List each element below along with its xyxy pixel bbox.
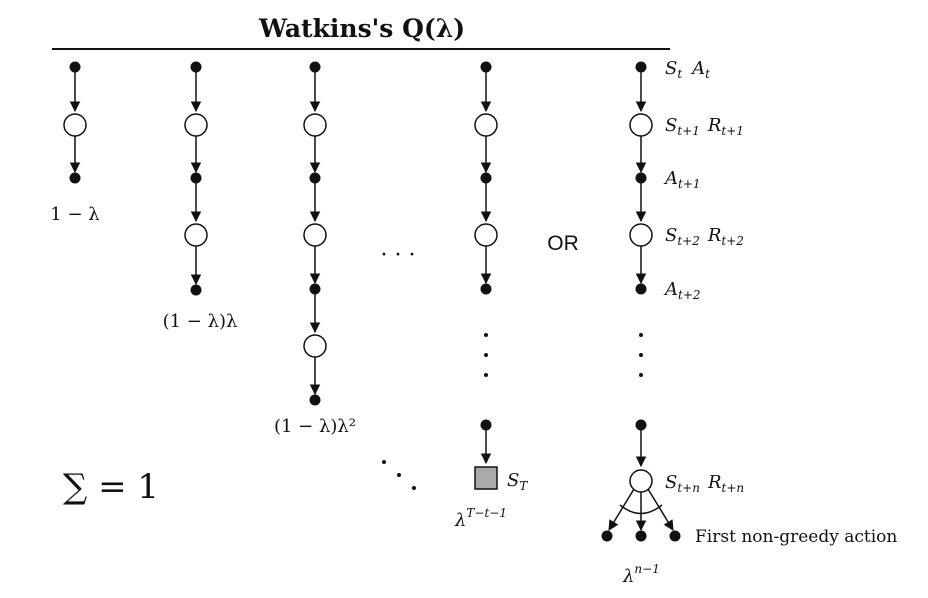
action-node <box>480 419 492 431</box>
state-node <box>303 113 327 137</box>
state-node <box>184 113 208 137</box>
action-node <box>190 61 202 73</box>
action-node <box>635 283 647 295</box>
action-node <box>309 283 321 295</box>
action-node <box>309 172 321 184</box>
state-node <box>474 223 498 247</box>
action-node <box>309 394 321 406</box>
or-label: OR <box>547 232 579 255</box>
action-node <box>309 61 321 73</box>
state-node <box>303 223 327 247</box>
max-arc <box>619 504 663 515</box>
action-node <box>190 284 202 296</box>
terminal-state-label: ST <box>507 470 528 493</box>
action-node <box>635 172 647 184</box>
terminal-state-node <box>474 466 498 490</box>
state-node <box>629 113 653 137</box>
diagonal-ellipsis-dot <box>412 486 416 490</box>
action-node <box>635 530 647 542</box>
backup-column-1: 1 − λ <box>50 61 100 225</box>
backup-column-2: (1 − λ)λ <box>163 61 238 332</box>
state-node <box>184 223 208 247</box>
vertical-ellipsis-dot <box>484 333 488 337</box>
action-node <box>480 283 492 295</box>
action-node <box>190 172 202 184</box>
state-node <box>303 334 327 358</box>
sum-label: ∑ = 1 <box>63 467 159 507</box>
vertical-ellipsis-dot <box>484 353 488 357</box>
backup-column-3: (1 − λ)λ² <box>274 61 356 437</box>
diagonal-ellipsis-dot <box>382 460 386 464</box>
state-node <box>629 223 653 247</box>
action-node <box>69 61 81 73</box>
first-nongreedy-label: First non-greedy action <box>695 527 897 547</box>
action-node <box>69 172 81 184</box>
weight-label-1: 1 − λ <box>50 204 99 225</box>
vertical-ellipsis-dot <box>639 333 643 337</box>
vertical-ellipsis-dot <box>484 373 488 377</box>
page-title: Watkins's Q(λ) <box>258 14 465 43</box>
weight-label-3: (1 − λ)λ² <box>274 416 356 437</box>
row-label-at2: At+2 <box>663 279 701 302</box>
state-node <box>474 113 498 137</box>
action-node <box>669 530 681 542</box>
vertical-ellipsis-dot <box>639 373 643 377</box>
weight-label-2: (1 − λ)λ <box>163 311 238 332</box>
state-node <box>629 469 653 493</box>
state-node <box>63 113 87 137</box>
action-node <box>635 61 647 73</box>
row-label-at1: At+1 <box>663 168 701 191</box>
diagonal-ellipsis-dot <box>397 473 401 477</box>
action-node <box>601 530 613 542</box>
backup-column-terminal: ST λT−t−1 <box>454 61 528 531</box>
action-node <box>635 419 647 431</box>
action-node <box>480 61 492 73</box>
weight-label-cutoff: λn−1 <box>622 562 660 587</box>
action-node <box>480 172 492 184</box>
weight-label-terminal: λT−t−1 <box>454 506 507 531</box>
horizontal-ellipsis: · · · <box>381 243 416 268</box>
vertical-ellipsis-dot <box>639 353 643 357</box>
backup-column-cutoff: λn−1 <box>601 61 681 587</box>
